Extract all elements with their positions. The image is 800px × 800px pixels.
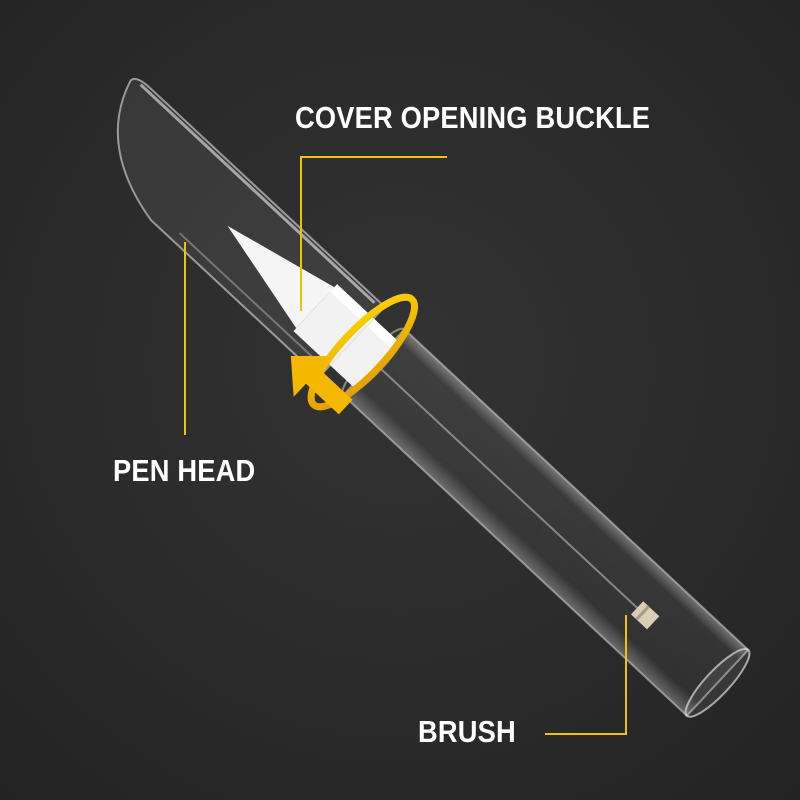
tube-body (341, 327, 751, 718)
brush-bristles (630, 601, 660, 630)
label-pen-head: PEN HEAD (113, 453, 256, 488)
leader-line-brush-vertical (625, 615, 627, 735)
clear-cap (116, 77, 387, 379)
leader-line-buckle-horizontal (300, 156, 447, 158)
rotation-arrow-icon (290, 355, 353, 415)
rotation-ring (307, 293, 419, 411)
leader-line-pen-head (184, 242, 186, 435)
leader-line-buckle-vertical (300, 156, 302, 311)
pen-head-cone (227, 225, 335, 329)
label-cover-opening-buckle: COVER OPENING BUCKLE (295, 100, 651, 135)
label-brush: BRUSH (418, 714, 516, 749)
leader-line-brush-horizontal (545, 733, 627, 735)
